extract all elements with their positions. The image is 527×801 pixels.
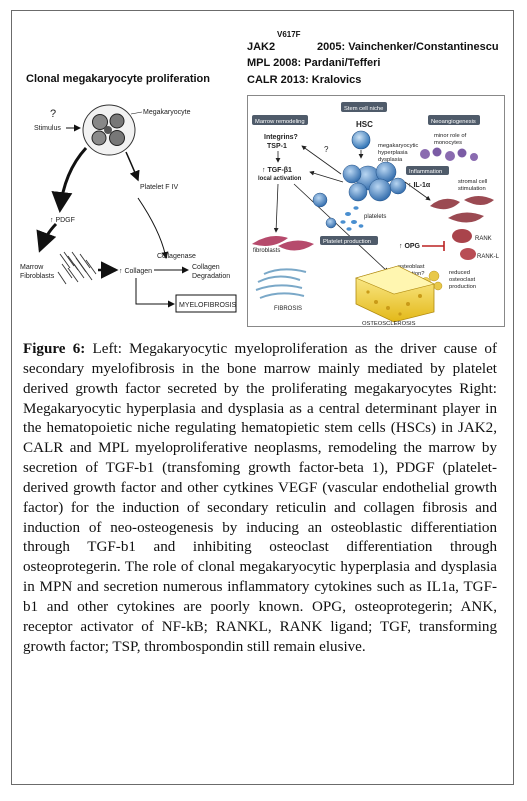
stromal-cells: [430, 196, 494, 223]
rankl-label: RANK-L: [477, 254, 500, 260]
myelofibrosis-label: MYELOFIBROSIS: [179, 302, 237, 309]
fibrosis-label: FIBROSIS: [274, 306, 302, 312]
mutation-superscript: V617F: [277, 30, 301, 39]
stem-cell-niche-label: Stem cell niche: [344, 106, 383, 112]
bone-block: [355, 265, 435, 323]
tgf-to-bone-arrow: [293, 183, 389, 273]
stem-cell-niche-tab: [341, 102, 387, 112]
small-megakaryocyte-2: [325, 217, 337, 229]
osteosclerosis-label: OSTEOSCLEROSIS: [362, 321, 416, 327]
marrow-remodeling-tab: [252, 115, 308, 125]
fibroblasts-label: Fibroblasts: [20, 273, 55, 280]
opg-label: ↑ OPG: [399, 243, 421, 250]
platelet-factor-label: Platelet F IV: [140, 184, 178, 191]
stimulus-label: Stimulus: [34, 125, 61, 132]
neoangiogenesis-tab: [428, 115, 480, 125]
question-mark: ?: [324, 145, 329, 154]
tgf-label-1: ↑ TGF-β1: [262, 167, 292, 174]
il1a-arrow: [404, 181, 431, 201]
pdgf-label: ↑ PDGF: [50, 217, 75, 224]
jak2-reference: 2005: Vainchenker/Constantinescu: [317, 41, 499, 53]
fibroblast-cells: [252, 236, 314, 251]
hsc-cell: [351, 130, 371, 150]
collagen-degradation-label-1: Collagen: [192, 264, 220, 271]
right-illustration: Stem cell niche Marrow remodeling Neoang…: [247, 95, 505, 327]
megakaryocytic-label-2: hyperplasia: [378, 150, 408, 156]
fibrosis-fibers: [255, 268, 307, 299]
platelets-label: platelets: [364, 214, 386, 220]
hsc-label: HSC: [356, 120, 373, 129]
calr-reference: CALR 2013: Kralovics: [247, 74, 362, 86]
osteoblast-label-1: osteoblast: [398, 264, 425, 270]
caption-label: Figure 6:: [23, 341, 86, 357]
stimulus-question: ?: [50, 108, 56, 120]
jak2-label: JAK2: [247, 41, 276, 53]
megakaryocyte-label: Megakaryocyte: [143, 109, 191, 116]
reduced-osteoclast-label-3: production: [449, 284, 476, 290]
platelet-arrow: [125, 151, 140, 182]
pdgf-to-fibroblast-arrow: [36, 222, 58, 253]
minor-role-label-2: monocytes: [434, 140, 462, 146]
megakaryocytic-label-3: dysplasia: [378, 157, 403, 163]
left-panel-title: Clonal megakaryocyte proliferation: [26, 73, 210, 85]
osteoclast-cells: [452, 229, 476, 260]
rank-label: RANK: [475, 236, 492, 242]
minor-role-label-1: minor role of: [434, 133, 467, 139]
mk-to-tsp-arrow: [301, 145, 342, 175]
collagenase-arrow: [137, 197, 169, 259]
reduced-osteoclast-label-2: osteoclast: [449, 277, 475, 283]
marrow-remodeling-label: Marrow remodeling: [255, 119, 305, 125]
tsp1-label: TSP-1: [267, 143, 287, 150]
tgf-to-fibroblasts-arrow: [273, 183, 279, 233]
megakaryocyte-cluster: [342, 161, 407, 202]
il1a-label: ↑ IL-1α: [408, 182, 431, 189]
stromal-label-2: stimulation: [458, 186, 486, 192]
fibroblast-cluster: [57, 251, 97, 285]
mpl-reference: MPL 2008: Pardani/Tefferi: [247, 57, 381, 69]
megakaryocyte-pointer: [130, 111, 143, 115]
collagen-degradation-label-2: Degradation: [192, 273, 230, 280]
integrins-label: Integrins?: [264, 134, 298, 141]
tgf-label-2: local activation: [258, 176, 302, 182]
myelofibrosis-arrow: [135, 278, 175, 308]
inflammation-label: Inflammation: [409, 169, 442, 175]
myelofibrosis-box: [175, 294, 237, 313]
inflammation-tab: [406, 166, 449, 175]
megakaryocytic-label-1: megakaryocytic: [378, 143, 418, 149]
megakaryocyte-cell: [82, 104, 136, 156]
platelet-production-tab: [320, 236, 378, 245]
collagen-label: ↑ Collagen: [119, 268, 152, 275]
figure-caption: Figure 6: Left: Megakaryocytic myeloprol…: [23, 340, 497, 658]
small-megakaryocyte: [312, 192, 328, 208]
platelets: [340, 206, 364, 231]
stromal-label-1: stromal cell: [458, 179, 487, 185]
fibroblasts-label: fibroblasts: [253, 248, 280, 254]
left-diagram: ? Stimulus Megakaryocyte Platelet F IV ↑…: [20, 104, 237, 313]
reduced-osteoclast-label-1: reduced: [449, 270, 470, 276]
collagenase-label: Collagenase: [157, 253, 196, 260]
caption-text: Left: Megakaryocytic myeloproliferation …: [23, 341, 497, 655]
mk-to-tgf-arrow: [309, 170, 344, 183]
monocytes: [420, 147, 478, 161]
platelet-production-label: Platelet production: [323, 239, 371, 245]
marrow-label: Marrow: [20, 264, 44, 271]
pdgf-arrow: [51, 146, 88, 213]
neoangiogenesis-label: Neoangiogenesis: [431, 119, 476, 125]
